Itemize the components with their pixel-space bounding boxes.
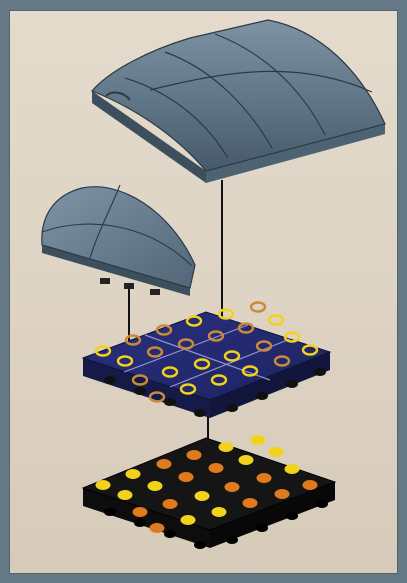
blue-plate-4x6 [83,303,330,419]
rounded-wedge-plate [42,185,195,296]
curved-roof-wedge [92,20,385,183]
black-base-plate-4x6 [83,435,335,549]
